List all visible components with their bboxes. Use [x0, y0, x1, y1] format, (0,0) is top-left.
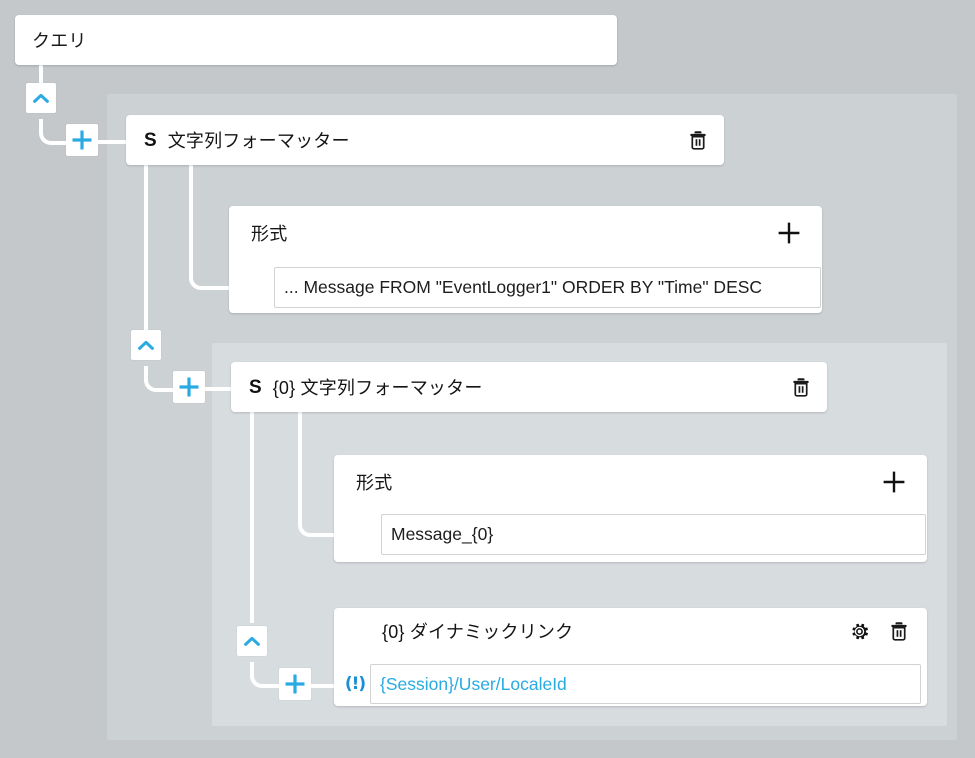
plus-icon[interactable]	[774, 218, 804, 248]
dynamic-link-value-row: (!) {Session}/User/LocaleId	[340, 663, 921, 705]
formatter2-actions	[789, 375, 813, 399]
dynamic-link-actions	[847, 619, 911, 643]
chevron-up-icon	[244, 636, 260, 646]
chevron-up-icon	[138, 340, 154, 350]
gear-icon[interactable]	[847, 619, 871, 643]
connector-node1-trunk	[144, 160, 148, 340]
connector-node2-to-format2-elbow	[298, 512, 336, 537]
connector-add3-to-dynlink	[310, 684, 338, 688]
query-label: クエリ	[32, 31, 87, 51]
formatter1-actions	[686, 128, 710, 152]
formatter2-title: {0} 文字列フォーマッター	[272, 378, 483, 398]
dynamic-link-input[interactable]: {Session}/User/LocaleId	[370, 664, 921, 704]
plus-icon	[179, 377, 199, 397]
query-card[interactable]: クエリ	[15, 15, 617, 65]
add-button-1[interactable]	[66, 124, 98, 156]
add-button-3[interactable]	[279, 668, 311, 700]
trash-icon[interactable]	[887, 619, 911, 643]
connector-node2-trunk	[250, 408, 254, 623]
connector-collapse2-to-add2	[144, 366, 176, 392]
plus-icon[interactable]	[879, 467, 909, 497]
connector-node2-to-format2-vert	[298, 408, 302, 520]
dynamic-link-head: {0} ダイナミックリンク	[334, 608, 927, 654]
formatter1-badge: S	[144, 129, 157, 151]
connector-node1-to-format1-vert	[189, 160, 193, 273]
formatter1-format-input[interactable]: ... Message FROM "EventLogger1" ORDER BY…	[274, 267, 821, 308]
chevron-up-icon	[33, 93, 49, 103]
connector-add2-to-node2	[204, 387, 232, 391]
trash-icon[interactable]	[789, 375, 813, 399]
add-button-2[interactable]	[173, 371, 205, 403]
formatter2-format-label: 形式	[356, 473, 393, 493]
formatter2-header[interactable]: S {0} 文字列フォーマッター	[231, 362, 827, 412]
formatter2-format-input[interactable]: Message_{0}	[381, 514, 926, 555]
dynamic-link-title: {0} ダイナミックリンク	[382, 622, 574, 642]
connector-collapse3-to-add3	[250, 662, 282, 688]
plus-icon	[72, 130, 92, 150]
formatter2-format-head: 形式	[334, 455, 927, 509]
collapse-button-3[interactable]	[237, 626, 267, 656]
collapse-button-2[interactable]	[131, 330, 161, 360]
trash-icon[interactable]	[686, 128, 710, 152]
connector-query-to-collapse1	[39, 64, 43, 89]
formatter1-header[interactable]: S 文字列フォーマッター	[126, 115, 724, 165]
plus-icon	[285, 674, 305, 694]
connector-node1-to-format1-elbow	[189, 265, 229, 290]
formatter1-title: 文字列フォーマッター	[167, 131, 350, 151]
formatter1-format-head: 形式	[229, 206, 822, 260]
formatter2-badge: S	[249, 376, 262, 398]
connector-collapse1-to-add1	[39, 119, 69, 145]
collapse-button-1[interactable]	[26, 83, 56, 113]
formatter1-format-label: 形式	[251, 224, 288, 244]
warning-icon: (!)	[344, 674, 366, 694]
connector-add1-to-node1	[97, 140, 127, 144]
